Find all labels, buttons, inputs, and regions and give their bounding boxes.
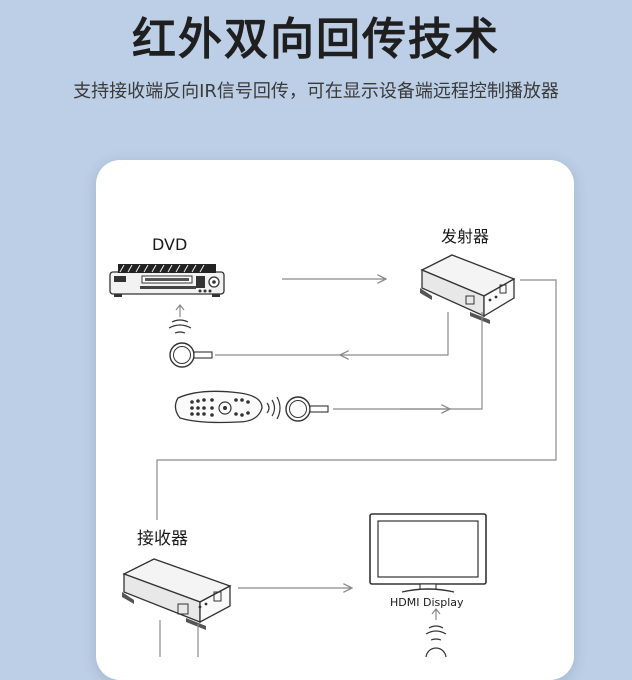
- ir-receiver-icon: [285, 396, 329, 422]
- display-ir-signal-icon: [425, 608, 447, 657]
- dvd-player-icon: [109, 264, 225, 297]
- display-label: HDMI Display: [390, 596, 464, 609]
- remote-signal-icon: [266, 396, 281, 420]
- page-subtitle: 支持接收端反向IR信号回传，可在显示设备端远程控制播放器: [73, 81, 559, 102]
- page-title: 红外双向回传技术: [132, 14, 500, 65]
- receiver-icon: [122, 558, 232, 630]
- transmitter-label: 发射器: [441, 227, 489, 246]
- dvd-label: DVD: [152, 235, 187, 254]
- ir-emitter-icon: [169, 342, 213, 368]
- receiver-label: 接收器: [137, 529, 188, 549]
- ir-signal-icon: [168, 304, 192, 334]
- transmitter-icon: [420, 254, 516, 324]
- display-icon: [369, 513, 487, 593]
- remote-control-icon: [174, 390, 263, 424]
- ir-diagram: DVD 发射器 接收器 HDMI Display: [109, 227, 557, 657]
